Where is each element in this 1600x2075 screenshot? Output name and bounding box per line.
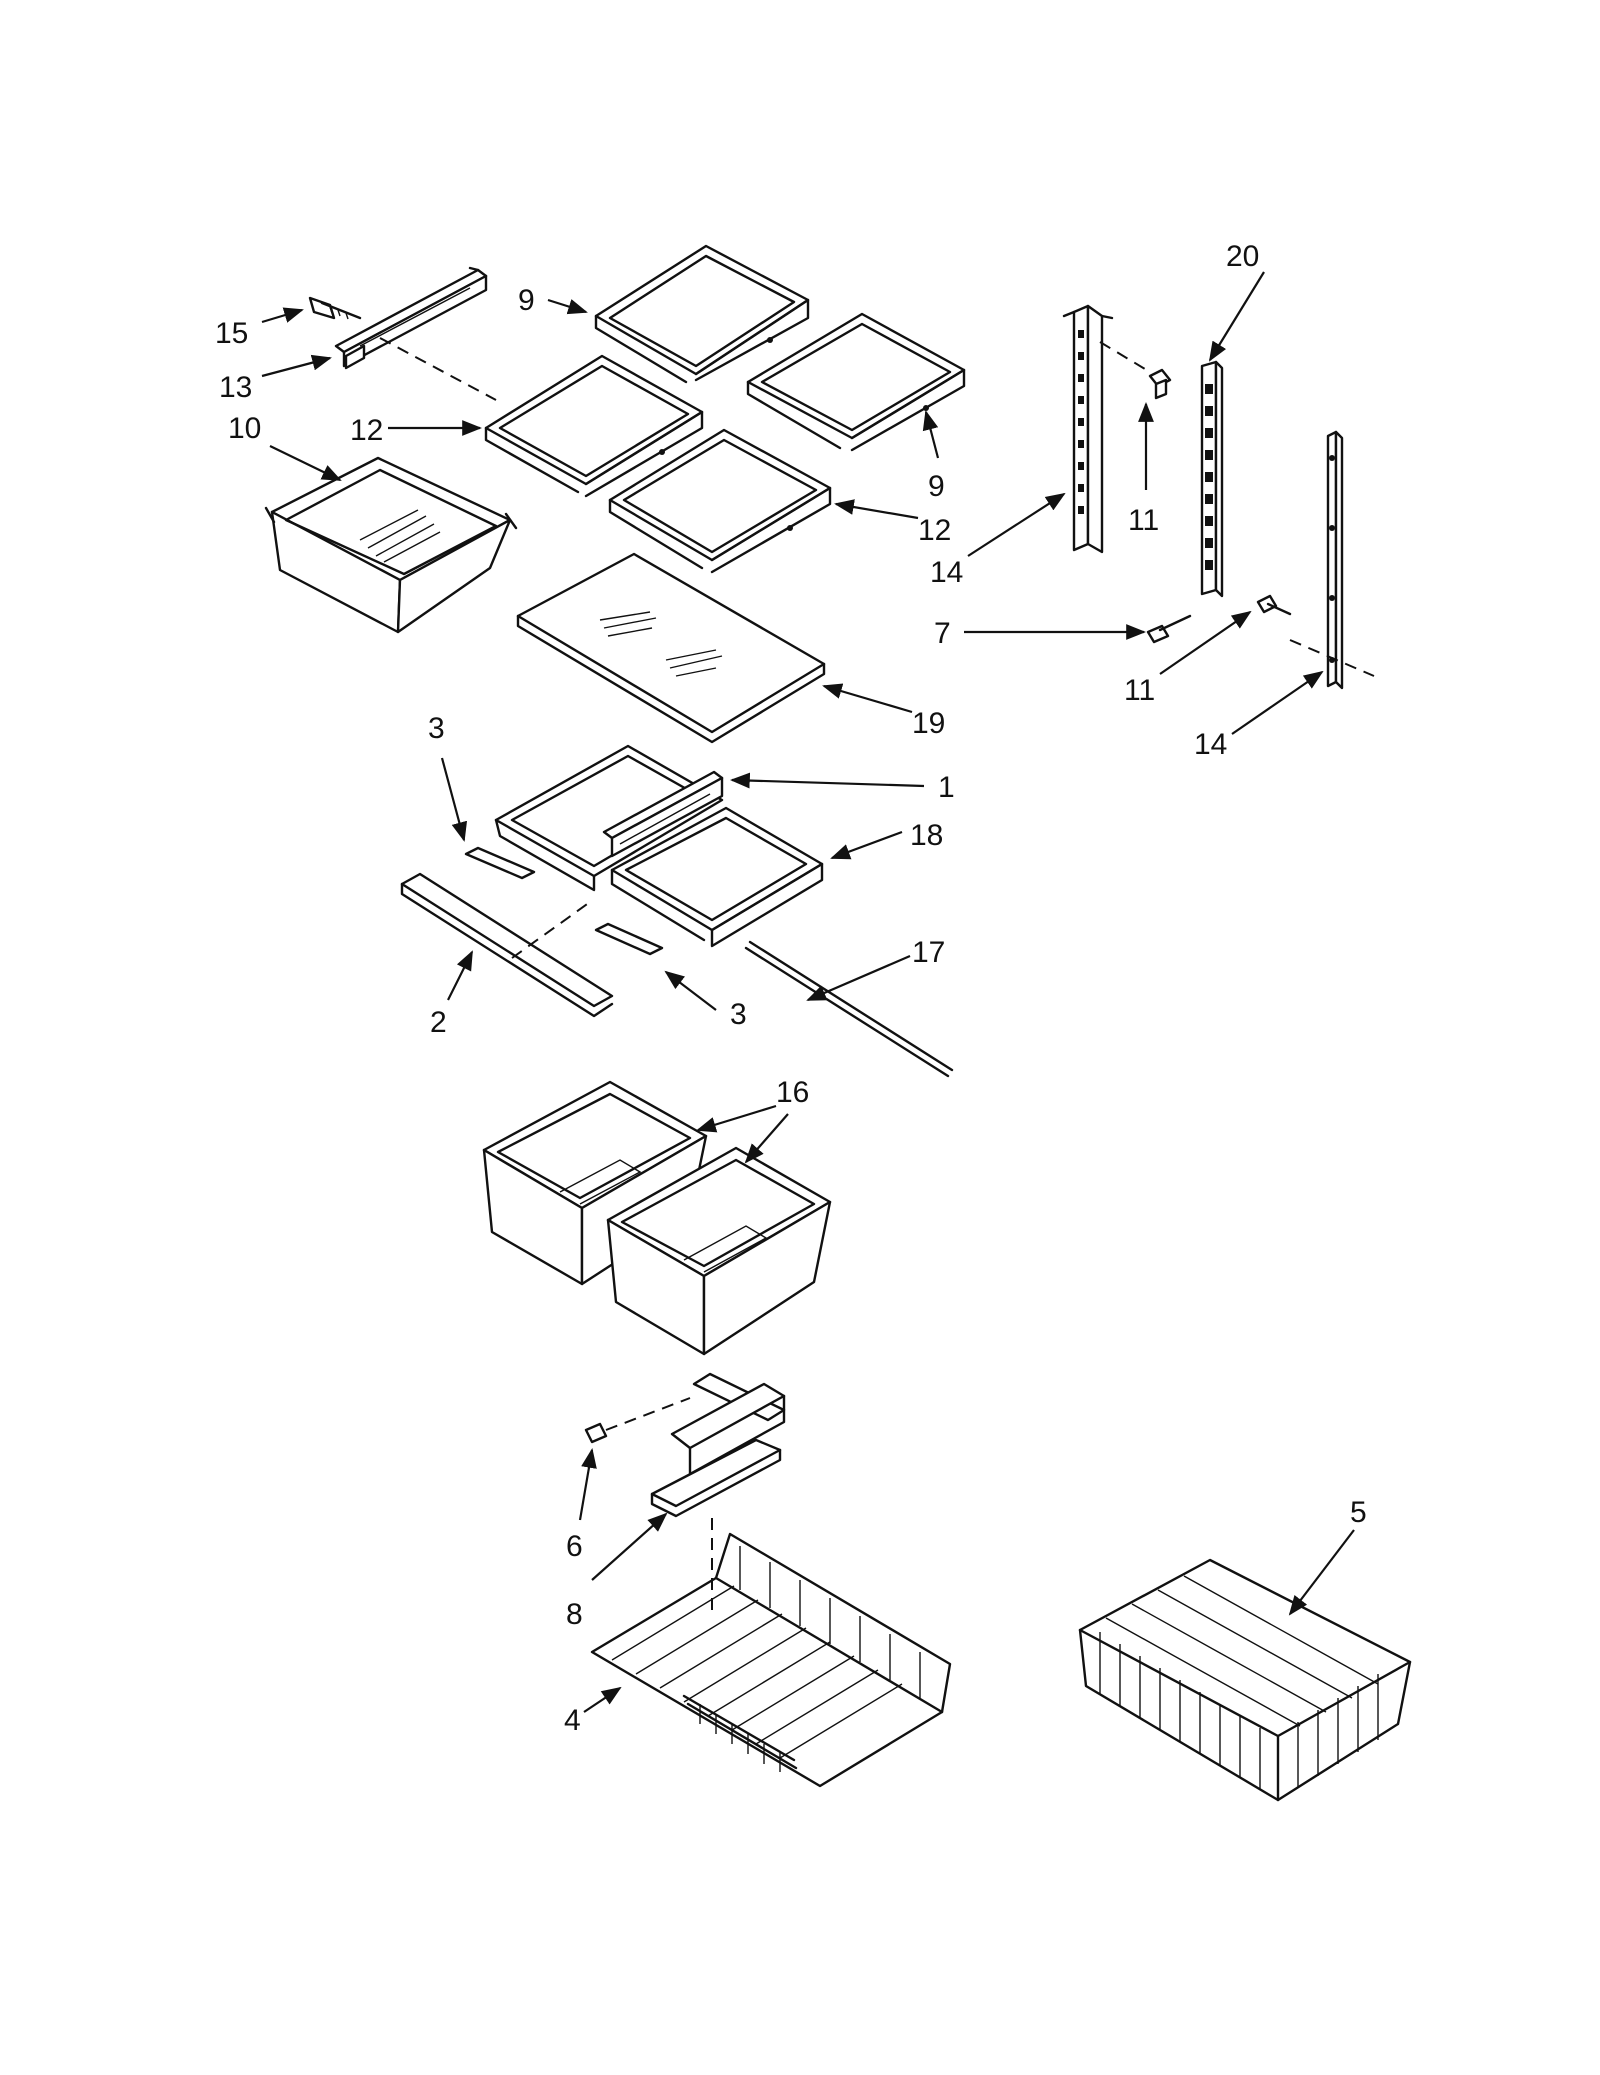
callout-7: 7 (934, 617, 951, 650)
shelf-part-9-right (746, 312, 966, 452)
callout-11-lower: 11 (1124, 674, 1155, 707)
callout-5: 5 (1350, 1496, 1367, 1529)
assembly-line-tray (511, 901, 591, 959)
callout-11-upper: 11 (1128, 504, 1159, 537)
leader-lines (261, 271, 1355, 1713)
slide-clip-part-3-right (594, 922, 664, 956)
crisper-drawer-part-10 (264, 456, 518, 634)
callout-10: 10 (228, 412, 261, 445)
screw-part-6 (584, 1422, 608, 1444)
storage-bin-part-16-right (606, 1146, 832, 1356)
callout-15: 15 (215, 317, 248, 350)
callout-14-right: 14 (1194, 728, 1227, 761)
callout-8: 8 (566, 1598, 583, 1631)
callout-3-right: 3 (730, 998, 747, 1031)
callout-12-left: 12 (350, 414, 383, 447)
shelf-ladder-part-14-right (1326, 430, 1344, 690)
callout-12-right: 12 (918, 514, 951, 547)
callout-20: 20 (1226, 240, 1259, 273)
deli-tray-part-18-right (610, 806, 824, 948)
callout-labels: 15 13 10 9 12 9 12 20 11 14 7 11 14 19 3… (215, 240, 1367, 1737)
callout-13: 13 (219, 371, 252, 404)
freezer-basket-part-5 (1078, 1558, 1412, 1802)
callout-2: 2 (430, 1006, 447, 1039)
deli-tray-part-18-left (494, 744, 724, 892)
callout-1: 1 (938, 771, 955, 804)
assembly-line-ladder-right (1289, 639, 1375, 677)
callout-4: 4 (564, 1704, 581, 1737)
callout-9-right: 9 (928, 470, 945, 503)
shelf-ladder-part-20 (1200, 360, 1224, 598)
screw-part-7 (1146, 614, 1192, 644)
shelf-rail-part-13 (334, 266, 488, 370)
shelf-part-12-left (484, 354, 704, 498)
callout-14-left: 14 (930, 556, 963, 589)
callout-19: 19 (912, 707, 945, 740)
glass-shelf-part-19 (516, 552, 826, 744)
callout-16: 16 (776, 1076, 809, 1109)
shelf-part-9-upper (594, 244, 810, 384)
assembly-line-13-12 (379, 337, 497, 401)
screw-part-11-lower (1256, 594, 1292, 616)
basket-bracket (670, 1372, 786, 1476)
wire-basket-part-4 (590, 1532, 952, 1788)
shelf-part-12-right (608, 428, 832, 574)
callout-6: 6 (566, 1530, 583, 1563)
callout-9-upper: 9 (518, 284, 535, 317)
screw-part-11-upper (1148, 368, 1172, 400)
assembly-line-ladder-left (1099, 341, 1151, 373)
callout-17: 17 (912, 936, 945, 969)
tray-slide-part-1 (602, 770, 724, 858)
screw-part-15 (308, 296, 362, 320)
assembly-line-screw-6 (605, 1397, 691, 1431)
handle-part-8 (650, 1438, 782, 1518)
tray-cover-part-2 (400, 872, 614, 1018)
slide-clip-part-3-left (464, 846, 536, 880)
callout-18: 18 (910, 819, 943, 852)
shelf-ladder-part-14-left (1062, 304, 1114, 554)
rod-part-17 (744, 940, 954, 1078)
callout-3-left: 3 (428, 712, 445, 745)
